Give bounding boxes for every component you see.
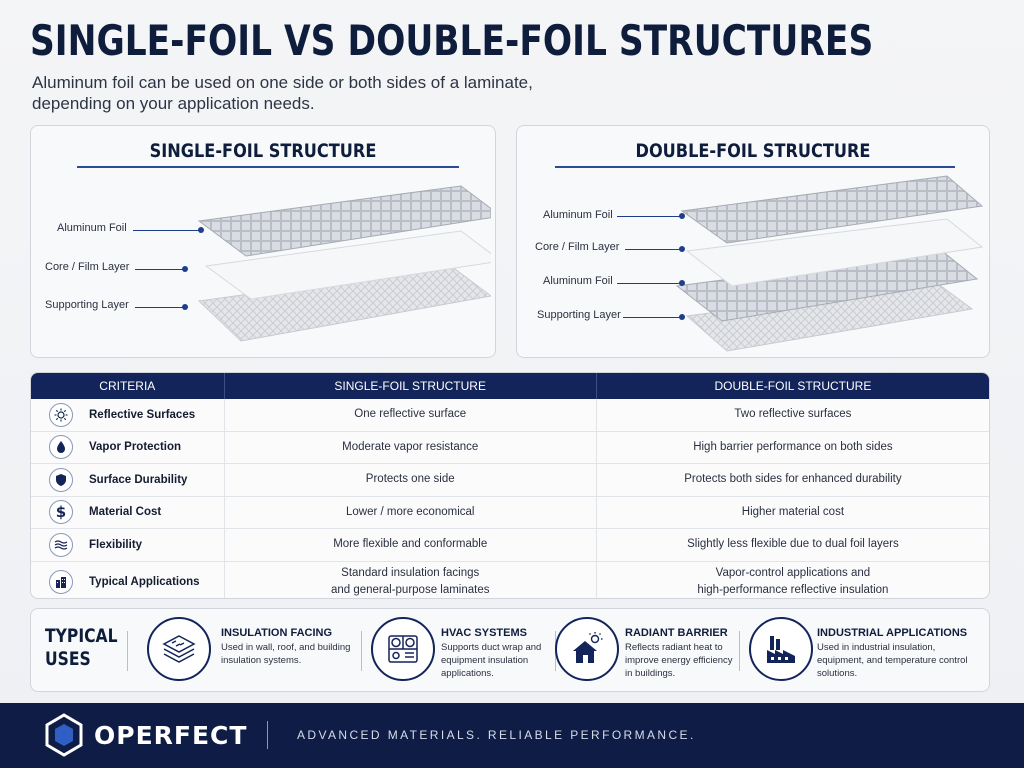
double-value: Higher material cost [595, 496, 989, 528]
use-title-industrial: INDUSTRIAL APPLICATIONS [817, 627, 968, 639]
shield-icon [49, 467, 73, 492]
table-row: Reflective Surfaces One reflective surfa… [31, 399, 989, 432]
criteria-label: Material Cost [89, 506, 162, 519]
criteria-label: Typical Applications [89, 575, 200, 588]
typical-uses-title: TYPICAL USES [45, 625, 118, 670]
double-label-foil-top: Aluminum Foil [543, 209, 613, 221]
double-value: Two reflective surfaces [595, 399, 989, 431]
double-value: Slightly less flexible due to dual foil … [595, 529, 989, 561]
typical-uses-section: TYPICAL USES INSULATION FACING Used in w… [30, 608, 990, 692]
sun-icon [49, 402, 73, 427]
double-foil-title-rule [555, 166, 955, 168]
single-core-layer [204, 230, 491, 300]
single-label-foil: Aluminum Foil [57, 222, 127, 234]
wave-icon [49, 532, 73, 557]
double-foil-panel: DOUBLE-FOIL STRUCTURE Aluminum Foil Core… [516, 125, 990, 358]
double-foil-layers-illustration [675, 175, 984, 352]
single-foil-panel: SINGLE-FOIL STRUCTURE Aluminum Foil Core… [30, 125, 496, 358]
brand-name: OPERFECT [94, 721, 248, 750]
criteria-label: Surface Durability [89, 473, 188, 486]
double-value: Protects both sides for enhanced durabil… [595, 464, 989, 496]
table-row: Flexibility More flexible and conformabl… [31, 529, 989, 562]
page-title: SINGLE-FOIL VS DOUBLE-FOIL STRUCTURES [30, 16, 874, 65]
table-row: Vapor Protection Moderate vapor resistan… [31, 431, 989, 464]
factory-icon [749, 617, 813, 681]
use-desc-industrial: Used in industrial insulation, equipment… [817, 642, 968, 679]
insulation-icon [147, 617, 211, 681]
double-value: High barrier performance on both sides [595, 431, 989, 463]
brand-tagline: ADVANCED MATERIALS. RELIABLE PERFORMANCE… [297, 728, 696, 742]
double-foil-title: DOUBLE-FOIL STRUCTURE [635, 140, 871, 162]
comparison-table: CRITERIA SINGLE-FOIL STRUCTURE DOUBLE-FO… [30, 372, 990, 599]
double-core-layer [685, 218, 984, 287]
single-value: Moderate vapor resistance [223, 431, 596, 463]
criteria-label: Flexibility [89, 538, 143, 551]
double-label-core: Core / Film Layer [535, 241, 620, 253]
single-label-core: Core / Film Layer [45, 261, 130, 273]
single-value: Protects one side [223, 464, 596, 496]
single-foil-title: SINGLE-FOIL STRUCTURE [149, 140, 377, 162]
house-sun-icon [555, 617, 619, 681]
use-title-insulation: INSULATION FACING [221, 627, 333, 639]
use-desc-insulation: Used in wall, roof, and building insulat… [221, 642, 351, 666]
table-row: Surface Durability Protects one side Pro… [31, 464, 989, 497]
table-row: $ Material Cost Lower / more economical … [31, 496, 989, 529]
single-value: Standard insulation facings and general-… [223, 561, 596, 598]
header-double: DOUBLE-FOIL STRUCTURE [595, 373, 989, 399]
single-aluminum-layer [197, 185, 491, 257]
use-title-hvac: HVAC SYSTEMS [441, 627, 527, 639]
droplet-icon [49, 435, 73, 460]
table-header: CRITERIA SINGLE-FOIL STRUCTURE DOUBLE-FO… [31, 373, 989, 399]
double-value: Vapor-control applications and high-perf… [595, 561, 989, 598]
single-foil-layers-illustration [197, 185, 491, 342]
hvac-icon [371, 617, 435, 681]
header-criteria: CRITERIA [99, 379, 156, 393]
dollar-icon: $ [49, 500, 73, 525]
use-title-radiant: RADIANT BARRIER [625, 627, 728, 639]
use-desc-hvac: Supports duct wrap and equipment insulat… [441, 642, 542, 679]
single-foil-title-rule [77, 166, 459, 168]
building-icon [49, 569, 73, 594]
double-aluminum-top-layer [680, 175, 984, 244]
use-desc-radiant: Reflects radiant heat to improve energy … [625, 642, 733, 679]
double-label-foil-bottom: Aluminum Foil [543, 275, 613, 287]
single-value: More flexible and conformable [223, 529, 596, 561]
single-label-support: Supporting Layer [45, 299, 129, 311]
table-row: Typical Applications Standard insulation… [31, 561, 989, 598]
double-label-support: Supporting Layer [537, 309, 621, 321]
header-single: SINGLE-FOIL STRUCTURE [223, 373, 596, 399]
footer-bar: OPERFECT ADVANCED MATERIALS. RELIABLE PE… [0, 703, 1024, 768]
single-value: Lower / more economical [223, 496, 596, 528]
single-value: One reflective surface [223, 399, 596, 431]
page-subtitle: Aluminum foil can be used on one side or… [32, 73, 533, 113]
criteria-label: Reflective Surfaces [89, 408, 196, 421]
criteria-label: Vapor Protection [89, 441, 182, 454]
brand-logo-icon [45, 713, 83, 757]
